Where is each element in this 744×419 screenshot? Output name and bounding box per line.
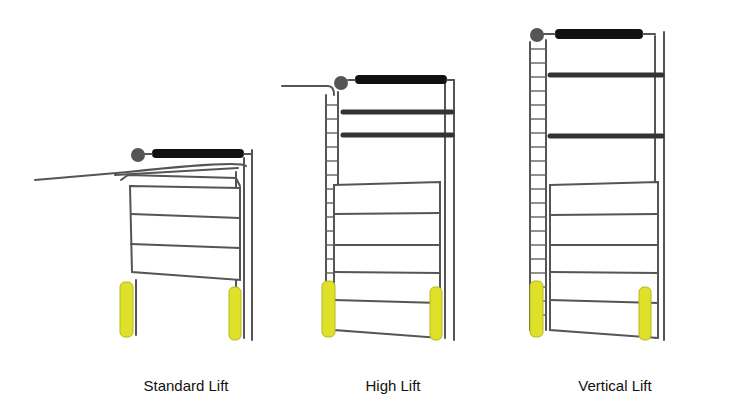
door-type-label: Standard Lift xyxy=(143,377,228,394)
door-type-label: Vertical Lift xyxy=(578,377,651,394)
door-type-label: High Lift xyxy=(365,377,420,394)
high-lift-door xyxy=(282,75,454,340)
vertical-lift-door xyxy=(530,28,664,340)
bollards xyxy=(120,281,651,340)
standard-lift-door xyxy=(35,148,252,340)
